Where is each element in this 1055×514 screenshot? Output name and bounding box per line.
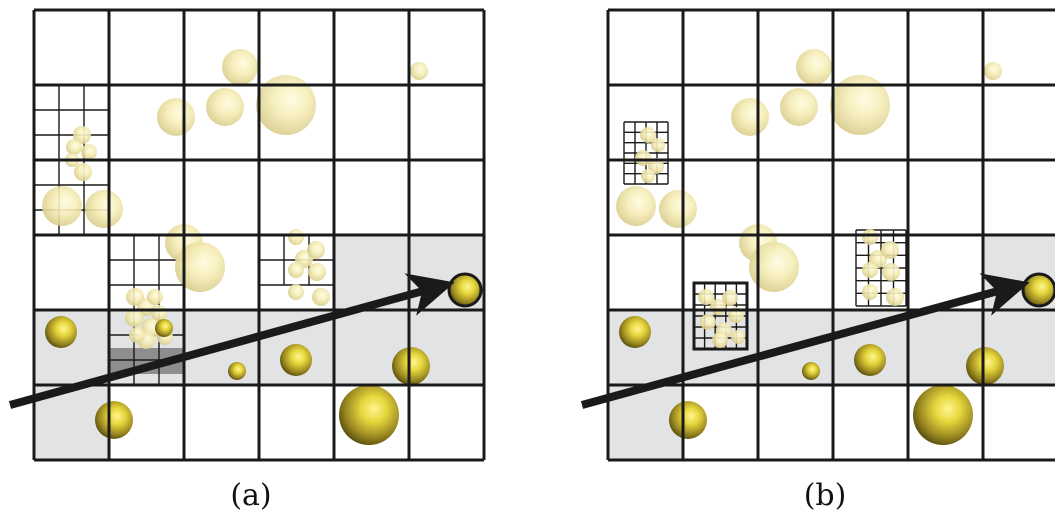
- panel-a: [10, 10, 484, 460]
- sphere-faded: [882, 263, 900, 281]
- sphere-faded: [42, 186, 82, 226]
- sphere-faded: [712, 332, 728, 348]
- panel-a-caption: (a): [230, 478, 271, 513]
- sphere-faded: [616, 186, 656, 226]
- sphere-faded: [312, 288, 330, 306]
- panel-b-caption: (b): [804, 478, 847, 513]
- sphere-faded: [722, 290, 738, 306]
- sphere-faded: [66, 139, 82, 155]
- sphere: [1023, 274, 1055, 306]
- sphere: [228, 362, 246, 380]
- sphere-faded: [651, 138, 665, 152]
- sphere-faded: [862, 229, 878, 245]
- sphere-faded: [81, 144, 97, 160]
- sphere: [280, 344, 312, 376]
- sphere: [966, 347, 1004, 385]
- sphere-faded: [862, 262, 878, 278]
- sphere: [854, 344, 886, 376]
- sphere-faded: [862, 284, 878, 300]
- sphere-faded: [85, 190, 123, 228]
- sphere-faded: [307, 241, 325, 259]
- sphere-faded: [206, 88, 244, 126]
- sphere-faded: [700, 314, 716, 330]
- sphere-faded: [984, 62, 1002, 80]
- sphere-faded: [157, 98, 195, 136]
- sphere: [449, 274, 481, 306]
- sphere-faded: [881, 241, 899, 259]
- sphere-faded: [288, 229, 304, 245]
- sphere-faded: [288, 262, 304, 278]
- sphere: [45, 316, 77, 348]
- sphere-faded: [222, 49, 258, 85]
- sphere-faded: [125, 309, 143, 327]
- sphere: [339, 385, 399, 445]
- sphere: [392, 347, 430, 385]
- sphere-faded: [410, 62, 428, 80]
- panel-b: [582, 10, 1055, 460]
- sphere-faded: [147, 289, 163, 305]
- sphere-faded: [74, 163, 92, 181]
- sphere-faded: [308, 263, 326, 281]
- sphere: [95, 401, 133, 439]
- sphere-faded: [129, 327, 145, 343]
- sphere-faded: [659, 190, 697, 228]
- sphere-faded: [151, 305, 167, 321]
- sphere-faded: [796, 49, 832, 85]
- sphere-faded: [731, 98, 769, 136]
- sphere: [155, 319, 173, 337]
- sphere: [619, 316, 651, 348]
- sphere-faded: [288, 284, 304, 300]
- sphere-faded: [731, 330, 745, 344]
- sphere-faded: [780, 88, 818, 126]
- sphere-faded: [886, 288, 904, 306]
- sphere: [913, 385, 973, 445]
- sphere: [802, 362, 820, 380]
- sphere: [669, 401, 707, 439]
- sphere-faded: [641, 169, 655, 183]
